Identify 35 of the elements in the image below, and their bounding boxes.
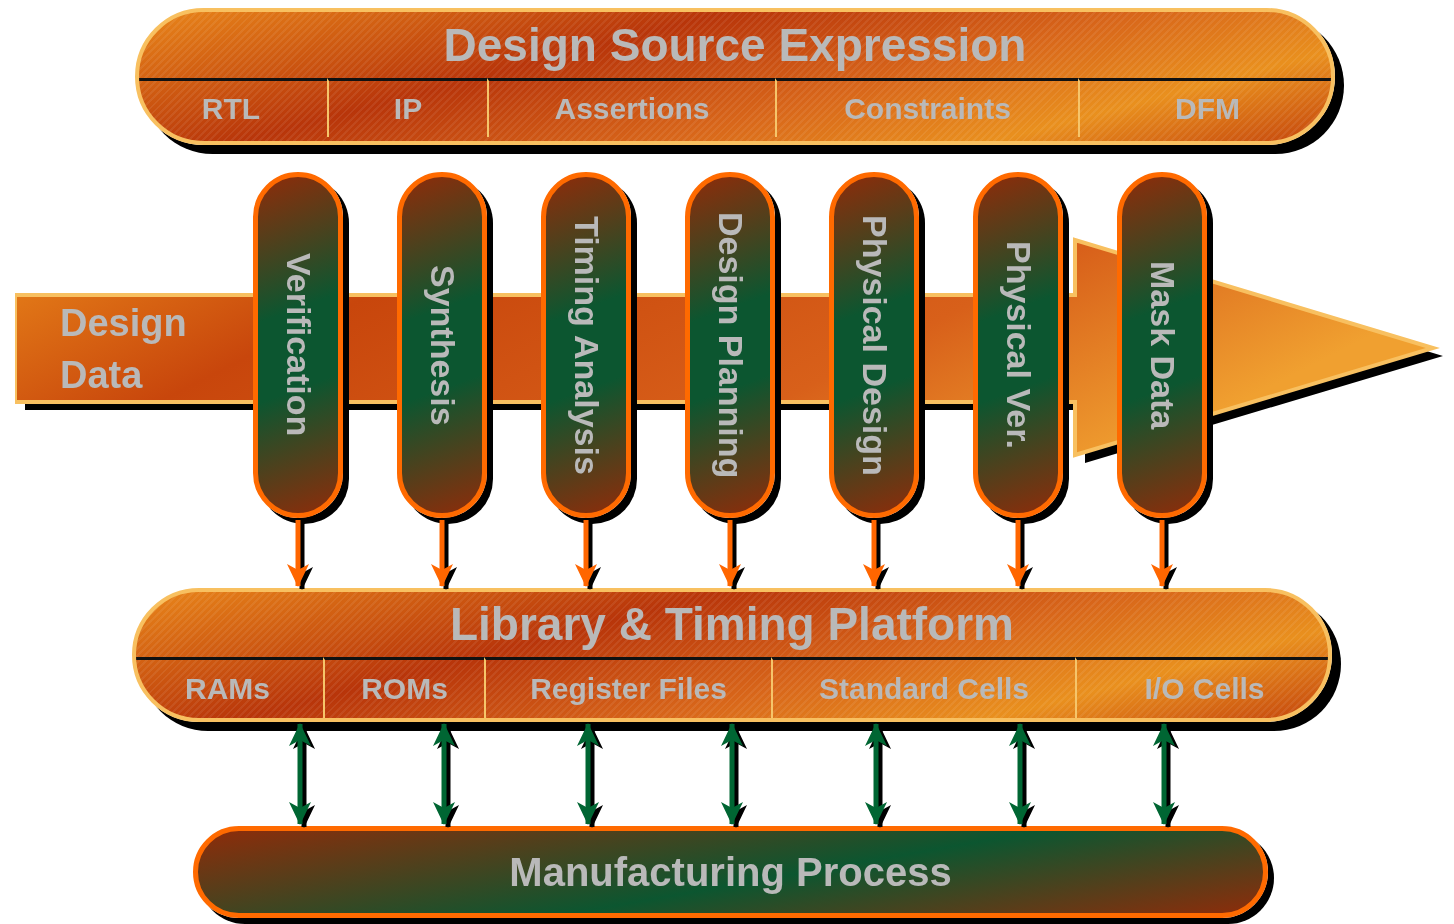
arrow	[1007, 520, 1029, 587]
arrow	[721, 723, 743, 825]
arrow	[719, 520, 741, 587]
band-section: Constraints	[775, 78, 1078, 137]
band-section: IP	[327, 78, 487, 137]
arrow	[433, 723, 455, 825]
arrow	[1151, 520, 1173, 587]
band-heading: Library & Timing Platform	[449, 597, 1015, 652]
band-section: Register Files	[484, 657, 771, 718]
arrow	[431, 520, 453, 587]
process-label: Physical Ver.	[998, 241, 1038, 449]
arrow	[863, 520, 885, 587]
band-section: ROMs	[323, 657, 484, 718]
arrow	[1153, 723, 1175, 825]
process-label: Design Planning	[710, 211, 750, 479]
process-label: Manufacturing Process	[509, 849, 952, 895]
band-section: RAMs	[136, 657, 323, 718]
band-section: DFM	[1078, 78, 1331, 137]
band-section: RTL	[139, 78, 327, 137]
arrow	[1009, 723, 1031, 825]
band-section: I/O Cells	[1075, 657, 1328, 718]
process-label: Verification	[278, 253, 318, 437]
process-label: Timing Analysis	[566, 215, 606, 475]
band-section: Assertions	[487, 78, 775, 137]
arrow	[287, 520, 309, 587]
band-section: Standard Cells	[771, 657, 1075, 718]
process-label: Synthesis	[422, 264, 462, 426]
flow-label: Design Data	[60, 301, 188, 398]
arrow	[289, 723, 311, 825]
process-label: Physical Design	[854, 214, 894, 476]
arrow	[865, 723, 887, 825]
arrow	[577, 723, 599, 825]
band-heading: Design Source Expression	[442, 18, 1028, 73]
process-label: Mask Data	[1142, 260, 1182, 430]
arrow	[575, 520, 597, 587]
